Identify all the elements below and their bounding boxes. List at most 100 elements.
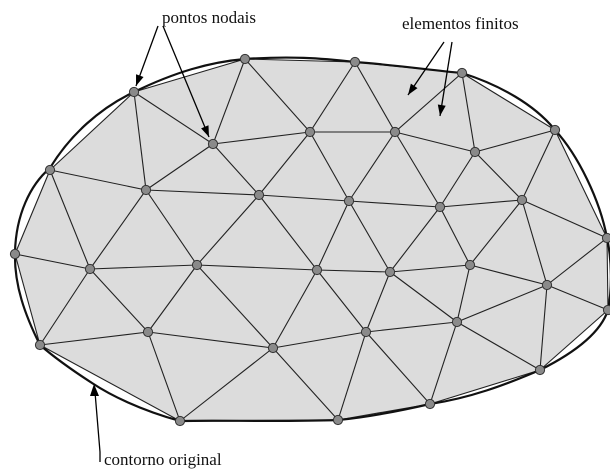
finite-element-49: [349, 201, 440, 272]
finite-element-31: [349, 132, 440, 207]
finite-element-10: [522, 200, 607, 285]
nodal-point-b6: [349, 56, 361, 68]
nodal-point-b3: [44, 164, 56, 176]
mesh-edge: [429, 321, 458, 405]
mesh-edge: [272, 347, 339, 421]
label-nodal-points: pontos nodais: [162, 8, 256, 27]
mesh-edge: [365, 331, 431, 405]
mesh-edges: [14, 58, 609, 422]
mesh-edge: [539, 309, 609, 371]
nodal-point-a1: [207, 138, 219, 150]
nodal-point-b2: [9, 248, 21, 260]
mesh-edge: [39, 268, 91, 346]
mesh-edge: [258, 194, 350, 202]
mesh-edge: [258, 194, 318, 271]
mesh-edge: [337, 331, 367, 421]
mesh-edge: [212, 58, 246, 145]
nodal-point-b12: [424, 398, 436, 410]
finite-element-6: [395, 73, 475, 152]
mesh-edge: [365, 321, 458, 333]
finite-element-43: [90, 265, 197, 332]
finite-element-45: [146, 190, 259, 265]
nodal-point-b4: [128, 86, 140, 98]
mesh-edge: [145, 189, 260, 196]
finite-element-20: [40, 332, 180, 421]
nodal-point-a12: [140, 184, 152, 196]
finite-element-4: [310, 62, 395, 132]
finite-element-40: [273, 270, 366, 348]
mesh-edge: [554, 129, 608, 239]
arrow-to-original-contour: [94, 391, 101, 462]
mesh-edge: [461, 72, 476, 153]
finite-element-13: [457, 285, 547, 370]
arrow-to-element-2: [437, 41, 453, 117]
mesh-edge: [133, 58, 246, 93]
nodal-point-a5: [516, 194, 528, 206]
finite-element-19: [148, 332, 273, 421]
mesh-edge: [145, 189, 198, 266]
nodal-point-b14: [174, 415, 186, 427]
mesh-edge: [348, 131, 396, 202]
mesh-edge: [244, 58, 356, 63]
mesh-edge: [439, 199, 523, 208]
nodal-point-b8: [549, 124, 561, 136]
finite-element-5: [355, 62, 462, 132]
mesh-edge: [133, 91, 147, 191]
finite-element-28: [213, 132, 310, 195]
finite-element-24: [50, 170, 146, 269]
mesh-edge: [394, 72, 463, 133]
mesh-edge: [179, 347, 274, 422]
nodal-point-a8: [360, 326, 372, 338]
mesh-edge: [469, 264, 548, 286]
mesh-edge: [49, 91, 135, 171]
finite-element-12: [540, 285, 608, 370]
mesh-edge: [133, 91, 214, 145]
arrow-to-element-1: [407, 41, 445, 96]
finite-element-34: [440, 200, 522, 265]
finite-element-7: [462, 73, 555, 152]
nodal-point-a14: [343, 195, 355, 207]
mesh-edge: [49, 169, 91, 270]
mesh-edge: [461, 72, 556, 131]
mesh-edge: [365, 271, 391, 333]
mesh-edge: [39, 331, 149, 346]
finite-element-11: [547, 238, 608, 310]
finite-element-37: [390, 265, 470, 322]
mesh-edge: [147, 331, 274, 349]
nodal-point-a3: [389, 126, 401, 138]
mesh-edge: [394, 131, 441, 208]
mesh-edge: [14, 253, 41, 346]
mesh-edge: [469, 199, 523, 266]
mesh-edge: [546, 284, 609, 311]
finite-element-47: [259, 195, 349, 270]
nodal-point-b10: [602, 304, 610, 316]
nodal-point-a16: [464, 259, 476, 271]
mesh-edge: [89, 264, 198, 270]
mesh-edge: [212, 131, 311, 145]
mesh-edge: [474, 151, 523, 201]
finite-element-16: [338, 332, 430, 420]
nodal-point-a18: [311, 264, 323, 276]
finite-element-1: [134, 59, 245, 144]
nodal-point-b1: [34, 339, 46, 351]
mesh-edge: [272, 331, 367, 349]
mesh-edge: [316, 200, 350, 271]
finite-element-30: [310, 132, 395, 201]
mesh-edge: [147, 264, 198, 333]
finite-element-38: [366, 272, 457, 332]
finite-element-25: [50, 92, 146, 190]
nodal-point-a17: [384, 266, 396, 278]
finite-element-17: [273, 332, 366, 420]
mesh-edge: [521, 199, 608, 239]
nodal-point-a15: [434, 201, 446, 213]
mesh-edge: [258, 131, 311, 196]
mesh-edge: [389, 271, 458, 323]
nodal-point-a11: [84, 263, 96, 275]
mesh-edge: [49, 169, 147, 191]
mesh-edge: [309, 61, 356, 133]
mesh-edge: [394, 131, 476, 153]
mesh-edge: [348, 200, 391, 273]
finite-element-9: [522, 130, 607, 238]
nodal-point-a4: [469, 146, 481, 158]
